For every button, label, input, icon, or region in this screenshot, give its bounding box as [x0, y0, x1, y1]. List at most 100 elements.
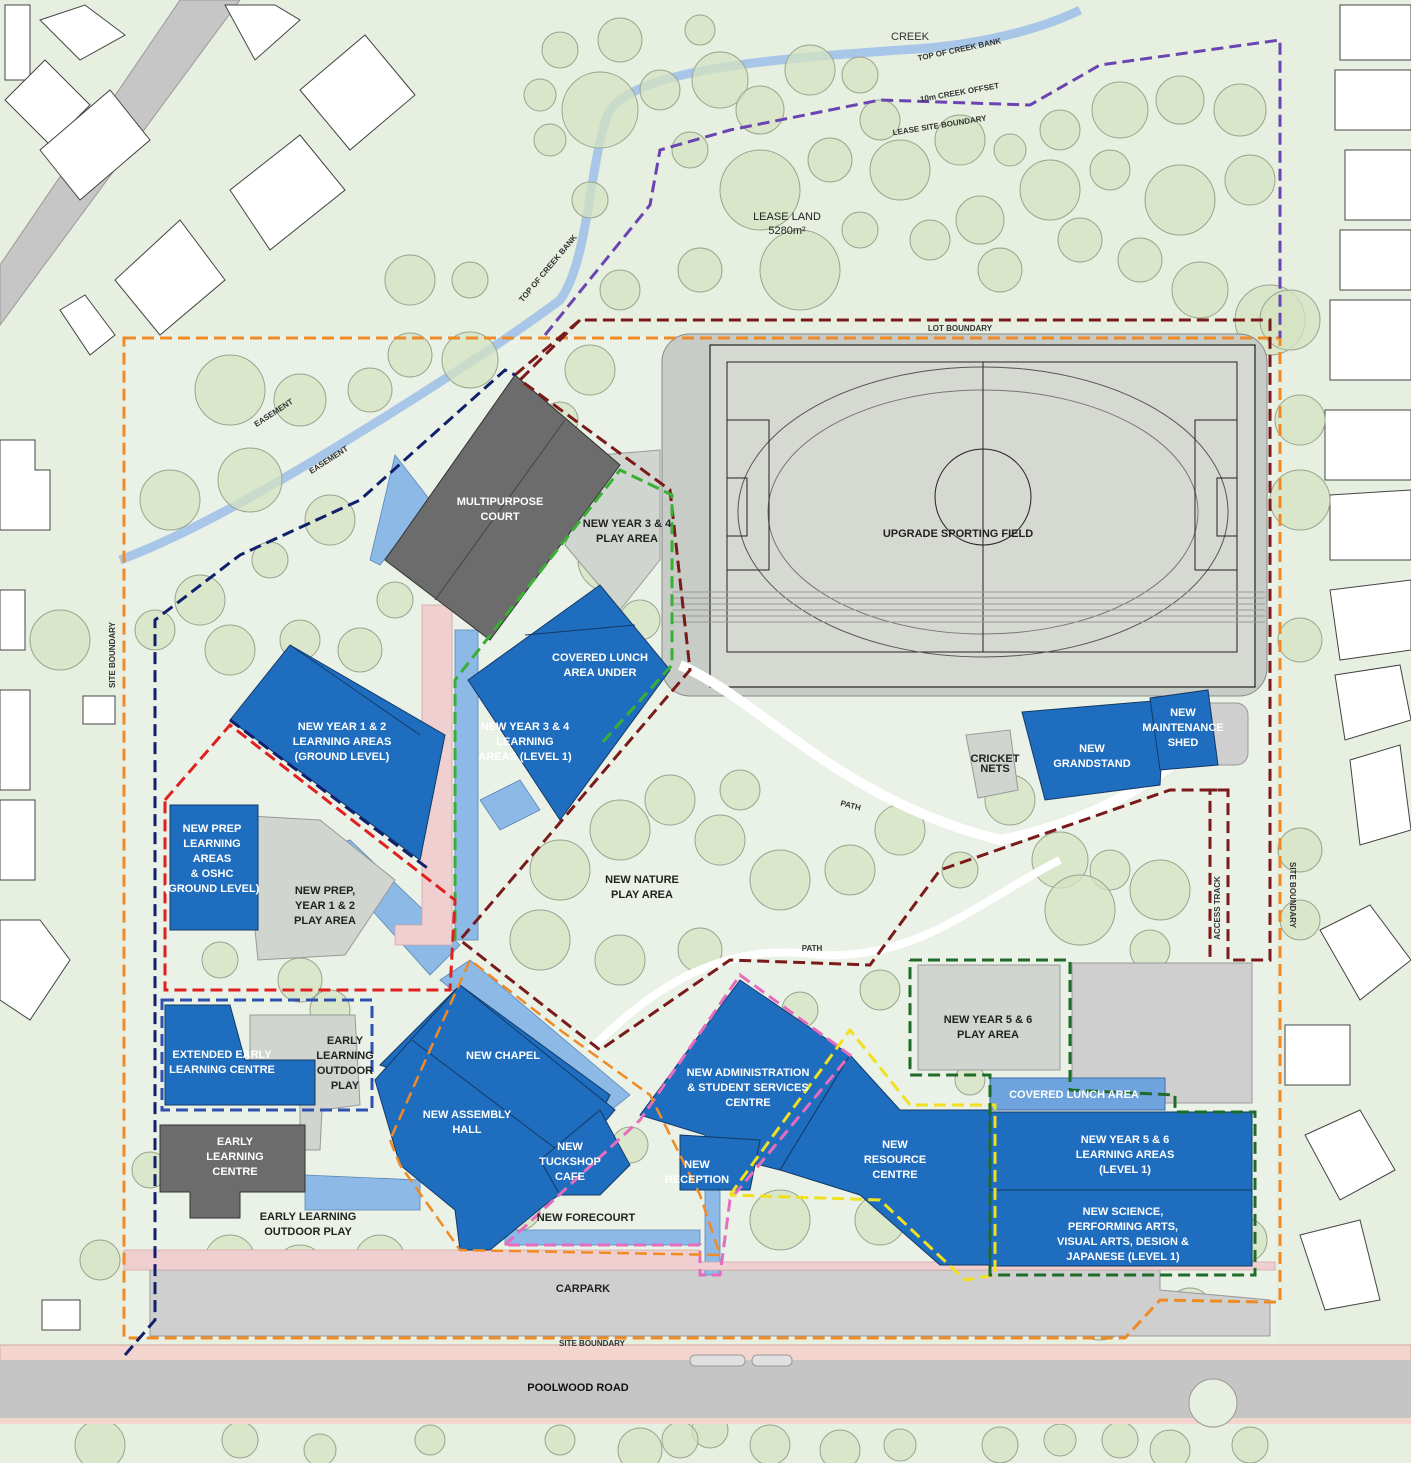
tuckshop-label-line: TUCKSHOP — [539, 1156, 601, 1168]
year56-play-label-line: PLAY AREA — [957, 1029, 1019, 1041]
tree-icon — [347, 367, 393, 413]
cricket-nets-label-line: NETS — [980, 763, 1009, 775]
tree-icon — [859, 99, 901, 141]
tree-icon — [1129, 859, 1191, 921]
early-learning-building — [159, 1124, 306, 1219]
site-boundary-right-label: SITE BOUNDARY — [1288, 862, 1297, 929]
early-outdoor-label-1-line: PLAY — [331, 1080, 360, 1092]
year34-learning-label-line: LEARNING — [496, 736, 553, 748]
prep-learning-label-line: & OSHC — [191, 868, 234, 880]
navy-boundary — [123, 368, 516, 1356]
maintenance-building — [1149, 689, 1219, 771]
boundaries — [122, 38, 1282, 1356]
tree-icon — [337, 627, 383, 673]
tree-icon — [79, 1239, 121, 1281]
carpark-label: CARPARK — [556, 1283, 610, 1295]
reception-label-line: RECEPTION — [665, 1174, 729, 1186]
multipurpose-court-roof — [384, 374, 621, 641]
tree-icon — [544, 1424, 576, 1456]
houses-left — [0, 4, 416, 1331]
tree-icon — [993, 133, 1027, 167]
tree-icon — [824, 844, 876, 896]
tree-icon — [1117, 237, 1163, 283]
nature-play-label-line: PLAY AREA — [611, 889, 673, 901]
tree-icon — [384, 254, 436, 306]
tree-icon — [509, 909, 571, 971]
tree-icon — [414, 1424, 446, 1456]
extended-early-building — [164, 1004, 316, 1106]
tree-icon — [1101, 1421, 1139, 1459]
prep-play-label-line: PLAY AREA — [294, 915, 356, 927]
tree-icon — [1274, 394, 1326, 446]
tree-icon — [1213, 83, 1267, 137]
prep-learning-label-line: AREAS — [193, 853, 232, 865]
lot-boundary-label: LOT BOUNDARY — [928, 324, 993, 333]
tree-icon — [201, 941, 239, 979]
covered-lunch-small-label-line: COVERED LUNCH AREA — [1009, 1089, 1139, 1101]
lease-area-label: 5280m² — [768, 225, 806, 237]
sporting-field — [661, 333, 1268, 697]
tree-icon — [29, 609, 91, 671]
early-outdoor-label-1-line: OUTDOOR — [317, 1065, 373, 1077]
science-label: NEW SCIENCE,PERFORMING ARTS,VISUAL ARTS,… — [1057, 1206, 1189, 1263]
tree-icon — [387, 332, 433, 378]
year12-learning-label-line: NEW YEAR 1 & 2 — [298, 721, 386, 733]
tree-icon — [819, 1429, 861, 1463]
early-outdoor-label-1-line: LEARNING — [316, 1050, 373, 1062]
tree-icon — [1019, 159, 1081, 221]
tree-icon — [273, 373, 327, 427]
prep-building — [169, 804, 259, 931]
year12-learning-label-line: (GROUND LEVEL) — [295, 751, 390, 763]
early-outdoor-label-1-line: EARLY — [327, 1035, 364, 1047]
early-outdoor-label-1: EARLY LEARNING OUTDOOR PLAY — [316, 1035, 373, 1092]
maintenance-shed-label-line: MAINTENANCE — [1142, 722, 1223, 734]
tree-icon — [529, 839, 591, 901]
covered-lunch-small-building — [989, 1077, 1166, 1111]
tree-icon — [204, 624, 256, 676]
year34-learning-label-line: AREAS (LEVEL 1) — [478, 751, 572, 763]
sporting-field-label: UPGRADE SPORTING FIELD — [883, 528, 1033, 540]
tree-icon — [217, 447, 283, 513]
maroon-boundary-2 — [457, 318, 1228, 1052]
yellow-boundary — [728, 1027, 997, 1282]
science-building — [989, 1189, 1253, 1267]
tree-icon — [639, 69, 681, 111]
tree-icon — [883, 1428, 917, 1462]
tree-icon — [139, 469, 201, 531]
prep-learning-label-line: (GROUND LEVEL) — [165, 883, 260, 895]
tree-icon — [749, 1424, 791, 1463]
cricket-nets-label-line: CRICKET — [971, 753, 1020, 765]
tree-icon — [671, 131, 709, 169]
grey-areas — [231, 449, 1061, 1151]
covered-lunch-label-line: AREA UNDER — [564, 667, 637, 679]
assembly-hall-label-line: HALL — [452, 1124, 482, 1136]
sporting-field-label-line: UPGRADE SPORTING FIELD — [883, 528, 1033, 540]
maintenance-shed-label-line: NEW — [1170, 707, 1196, 719]
tree-icon — [1231, 1426, 1269, 1463]
tree-icon — [807, 137, 853, 183]
grandstand-building — [1021, 699, 1166, 801]
tree-icon — [1144, 164, 1216, 236]
tree-icon — [304, 494, 356, 546]
science-label-line: JAPANESE (LEVEL 1) — [1066, 1251, 1180, 1263]
houses-right — [1284, 4, 1411, 1311]
science-label-line: NEW SCIENCE, — [1083, 1206, 1164, 1218]
tree-icon — [977, 247, 1023, 293]
tree-icon — [617, 1427, 663, 1463]
year56-learning-label-line: LEARNING AREAS — [1076, 1149, 1175, 1161]
reception-building — [679, 1134, 761, 1191]
early-learning-centre-label-line: EARLY — [217, 1136, 254, 1148]
tree-icon — [1044, 874, 1116, 946]
tree-icon — [1277, 827, 1323, 873]
